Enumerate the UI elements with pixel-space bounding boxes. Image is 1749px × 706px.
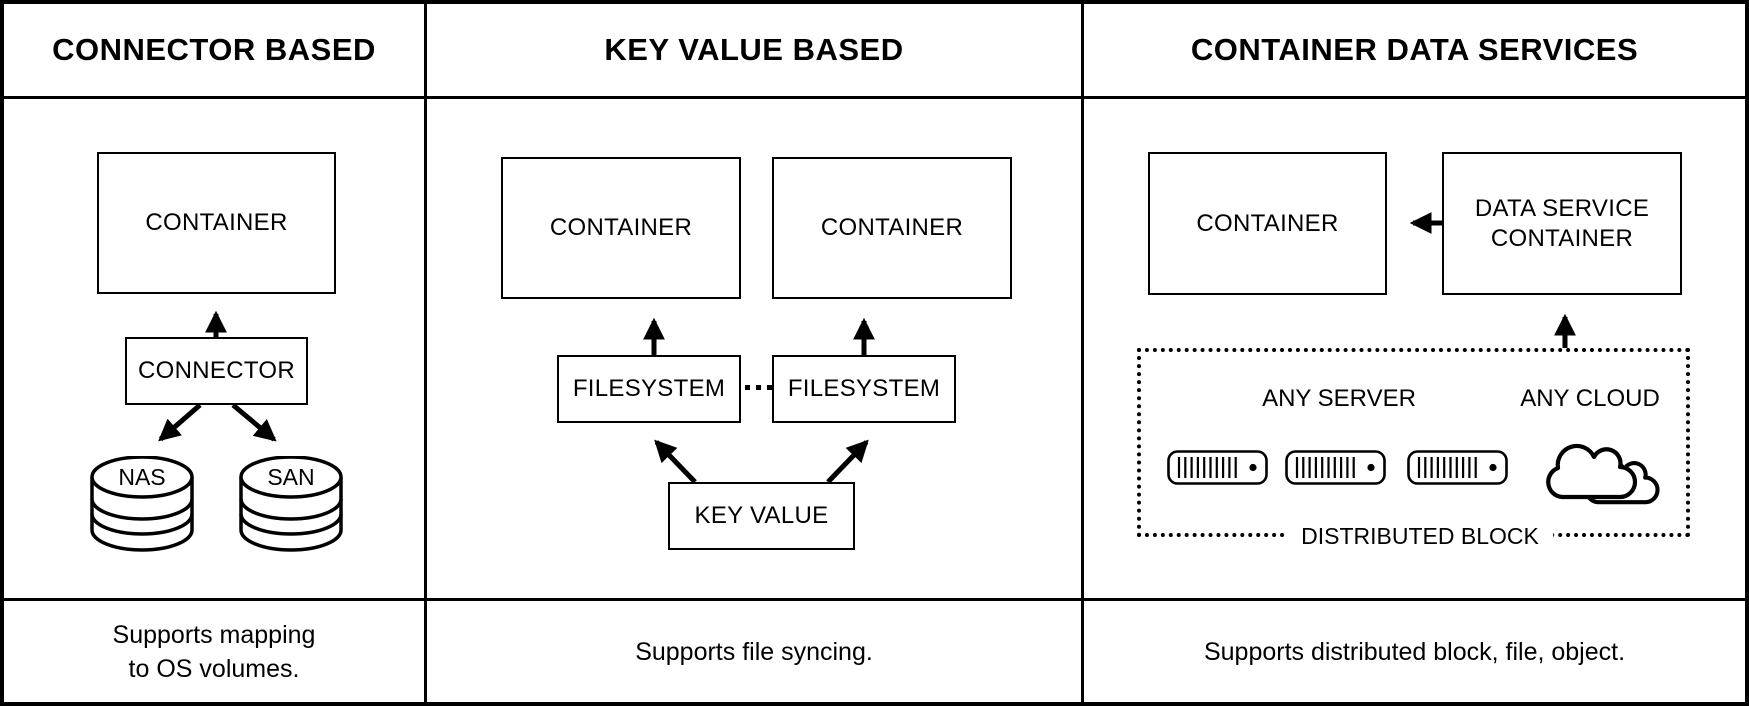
arrow-up-right-icon xyxy=(826,439,869,484)
nas-label: NAS xyxy=(118,464,166,490)
panel-key-value-based: CONTAINER CONTAINER FILESYSTEM FILESYSTE… xyxy=(427,99,1081,598)
cloud-icon xyxy=(1546,443,1660,505)
arrow-down-left-icon xyxy=(158,403,202,442)
footer-container-data-services: Supports distributed block, file, object… xyxy=(1084,601,1745,702)
data-service-container-label: DATA SERVICE CONTAINER xyxy=(1474,194,1650,252)
server-icon xyxy=(1407,450,1508,485)
container-node: CONTAINER xyxy=(1148,152,1387,295)
panel-container-data-services: CONTAINER DATA SERVICE CONTAINER ANY SER… xyxy=(1084,99,1745,598)
server-icon xyxy=(1167,450,1268,485)
header-key-value-based: KEY VALUE BASED xyxy=(427,4,1081,96)
container-node-right: CONTAINER xyxy=(772,157,1012,299)
container-node-label: CONTAINER xyxy=(145,209,288,236)
connector-node-label: CONNECTOR xyxy=(138,357,295,384)
container-node: CONTAINER xyxy=(97,152,336,294)
arrow-up-icon xyxy=(1553,313,1577,349)
data-service-container-node: DATA SERVICE CONTAINER xyxy=(1442,152,1682,295)
panel-title: CONTAINER DATA SERVICES xyxy=(1190,32,1639,67)
header-connector-based: CONNECTOR BASED xyxy=(4,4,424,96)
footer-line: Supports file syncing. xyxy=(635,637,873,666)
arrow-up-icon xyxy=(642,317,666,355)
filesystem-node-label: FILESYSTEM xyxy=(572,375,726,402)
footer-key-value-based: Supports file syncing. xyxy=(427,601,1081,702)
filesystem-node-left: FILESYSTEM xyxy=(557,355,741,423)
filesystem-node-right: FILESYSTEM xyxy=(772,355,956,423)
server-icon xyxy=(1285,450,1386,485)
header-container-data-services: CONTAINER DATA SERVICES xyxy=(1084,4,1745,96)
panel-connector-based: CONTAINER CONNECTOR NAS SAN xyxy=(4,99,424,598)
panel-title: CONNECTOR BASED xyxy=(52,32,376,67)
container-node-label: CONTAINER xyxy=(820,214,964,241)
key-value-node: KEY VALUE xyxy=(668,482,855,550)
key-value-node-label: KEY VALUE xyxy=(694,502,829,529)
ellipsis-link-icon xyxy=(745,385,772,390)
any-cloud-label: ANY CLOUD xyxy=(1520,385,1660,412)
nas-database-cylinder-icon xyxy=(90,456,194,552)
arrow-left-icon xyxy=(1409,211,1442,235)
filesystem-node-label: FILESYSTEM xyxy=(787,375,941,402)
container-node-left: CONTAINER xyxy=(501,157,741,299)
any-server-label: ANY SERVER xyxy=(1262,385,1416,412)
footer-connector-based: Supports mapping to OS volumes. xyxy=(4,601,424,702)
san-label: SAN xyxy=(267,464,315,490)
container-node-label: CONTAINER xyxy=(549,214,693,241)
arrow-up-icon xyxy=(852,317,876,355)
footer-line: Supports distributed block, file, object… xyxy=(1203,637,1626,666)
arrow-down-right-icon xyxy=(231,403,277,442)
footer-line: Supports mapping xyxy=(112,620,316,649)
distributed-block-label: DISTRIBUTED BLOCK xyxy=(1287,521,1553,551)
container-node-label: CONTAINER xyxy=(1196,209,1339,237)
arrow-up-icon xyxy=(204,310,228,337)
connector-node: CONNECTOR xyxy=(125,337,308,405)
footer-line: to OS volumes. xyxy=(128,654,300,683)
panel-title: KEY VALUE BASED xyxy=(604,32,904,67)
san-database-cylinder-icon xyxy=(239,456,343,552)
arrow-up-left-icon xyxy=(654,439,697,484)
